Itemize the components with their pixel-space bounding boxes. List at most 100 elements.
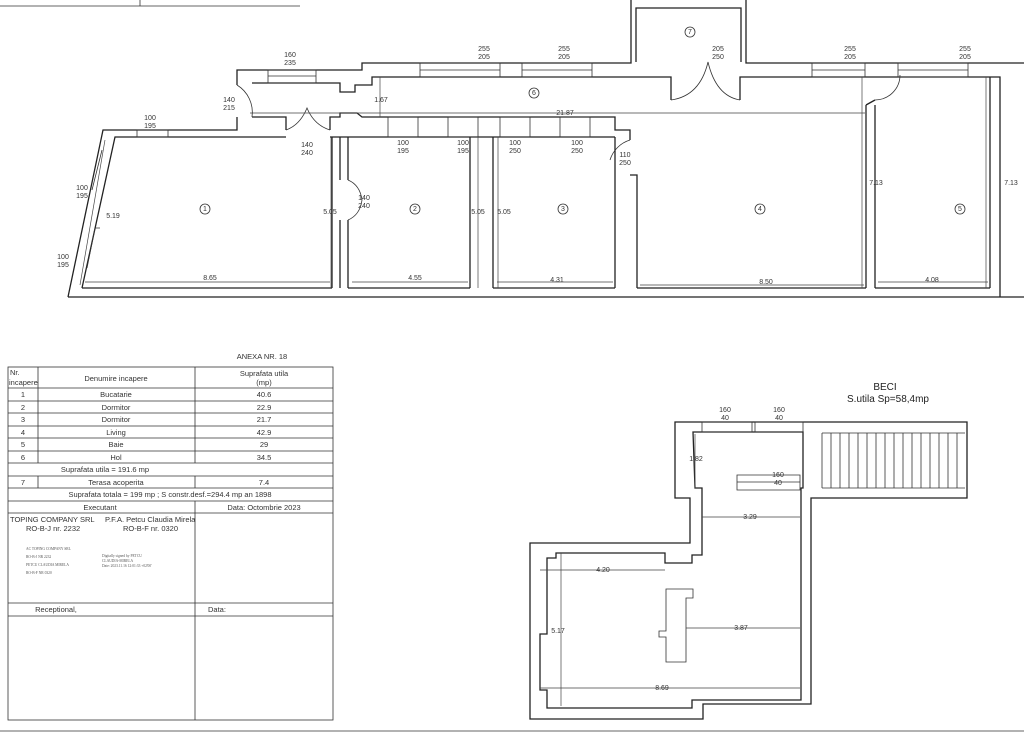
- label: 195: [76, 193, 88, 200]
- label: (mp): [256, 378, 272, 387]
- label: RO-B-F nr. 0320: [123, 524, 178, 533]
- label: 3: [21, 415, 25, 424]
- label: 29: [260, 440, 268, 449]
- opening-label: 255: [959, 46, 971, 53]
- label: 6: [532, 90, 536, 97]
- opening-label: 255: [844, 46, 856, 53]
- opening-label: 205: [712, 46, 724, 53]
- label: 215: [223, 105, 235, 112]
- room-number-5: 5: [954, 203, 966, 215]
- label: 8.50: [759, 279, 773, 286]
- total-area: Suprafata totala = 199 mp ; S constr.des…: [68, 490, 271, 499]
- label: 5.05: [471, 209, 485, 216]
- room-number-3: 3: [557, 203, 569, 215]
- door-swings: [236, 61, 901, 221]
- basement-dimension-labels: 1.82 3.29 4.20 3.87 5.17 8.69: [551, 456, 757, 692]
- label: 195: [457, 148, 469, 155]
- dimension-labels: 1.67 21.87 5.19 5.05 5.05 5.05 8.65 4.55…: [106, 97, 1018, 286]
- room-number-4: 4: [754, 203, 766, 215]
- label: 205: [959, 54, 971, 61]
- label: 5.19: [106, 213, 120, 220]
- opening-label: 255: [478, 46, 490, 53]
- label: Bucatarie: [100, 390, 132, 399]
- label: 8.69: [655, 685, 669, 692]
- label: 240: [301, 150, 313, 157]
- label: 21.7: [257, 415, 272, 424]
- label: Data: Octombrie 2023: [227, 503, 300, 512]
- label: 40.6: [257, 390, 272, 399]
- label: 4.20: [596, 567, 610, 574]
- subtotal: Suprafata utila = 191.6 mp: [61, 465, 149, 474]
- annex-label: ANEXA NR. 18: [237, 352, 287, 361]
- label: 3.87: [734, 625, 748, 632]
- room-numbers: 1 2 3 4 5 6 7: [199, 26, 966, 215]
- opening-label: 100: [571, 140, 583, 147]
- label: 195: [57, 262, 69, 269]
- label: 1.67: [374, 97, 388, 104]
- label: RO-B-J NR 2232: [26, 555, 51, 559]
- label: 1: [21, 390, 25, 399]
- label: 5: [958, 206, 962, 213]
- label: 160: [719, 407, 731, 414]
- label: 3: [561, 206, 565, 213]
- table-row: 3 Dormitor 21.7: [21, 415, 271, 424]
- room-number-7: 7: [684, 26, 696, 38]
- table-row: 5 Baie 29: [21, 440, 268, 449]
- opening-label: 100: [457, 140, 469, 147]
- walls: [67, 0, 1024, 298]
- basement-area: S.utila Sp=58,4mp: [847, 394, 929, 405]
- label: 4: [758, 206, 762, 213]
- label: 4.55: [408, 275, 422, 282]
- label: P.F.A. Petcu Claudia Mirela: [105, 515, 196, 524]
- opening-label: 140: [301, 142, 313, 149]
- label: 4: [21, 428, 25, 437]
- room-number-2: 2: [409, 203, 421, 215]
- label: 7: [688, 29, 692, 36]
- label: 235: [284, 60, 296, 67]
- label: 205: [844, 54, 856, 61]
- opening-label: 100: [397, 140, 409, 147]
- room-area-table: ANEXA NR. 18 Nr. incapere Denumire incap…: [7, 352, 334, 721]
- basement-title: BECI: [873, 382, 896, 393]
- label: Digitally signed by PETCU: [102, 554, 142, 558]
- label: Living: [106, 428, 126, 437]
- stairs: [821, 432, 965, 489]
- label: Dormitor: [102, 415, 131, 424]
- label: 1.82: [689, 456, 703, 463]
- label: 4.08: [925, 277, 939, 284]
- label: 5.05: [323, 209, 337, 216]
- table-row: 1 Bucatarie 40.6: [21, 390, 271, 399]
- label: Suprafata utila: [240, 369, 289, 378]
- label: 40: [775, 415, 783, 422]
- label: CLAUDIA-MIRELA: [102, 559, 134, 563]
- label: 6: [21, 453, 25, 462]
- opening-label: 255: [558, 46, 570, 53]
- label: 160: [773, 407, 785, 414]
- label: 5: [21, 440, 25, 449]
- label: 250: [712, 54, 724, 61]
- label: 195: [144, 123, 156, 130]
- label: 240: [358, 203, 370, 210]
- label: 40: [721, 415, 729, 422]
- label: Executant: [83, 503, 117, 512]
- label: 7.4: [259, 478, 269, 487]
- room-number-1: 1: [199, 203, 211, 215]
- opening-label: 140: [358, 195, 370, 202]
- label: 1: [203, 206, 207, 213]
- label: 4.31: [550, 277, 564, 284]
- label: 22.9: [257, 403, 272, 412]
- label: 250: [571, 148, 583, 155]
- label: Baie: [108, 440, 123, 449]
- label: 2: [21, 403, 25, 412]
- room-number-6: 6: [528, 87, 540, 99]
- label: Terasa acoperita: [88, 478, 144, 487]
- opening-label: 100: [144, 115, 156, 122]
- label: 160: [772, 472, 784, 479]
- label: Denumire incapere: [84, 374, 147, 383]
